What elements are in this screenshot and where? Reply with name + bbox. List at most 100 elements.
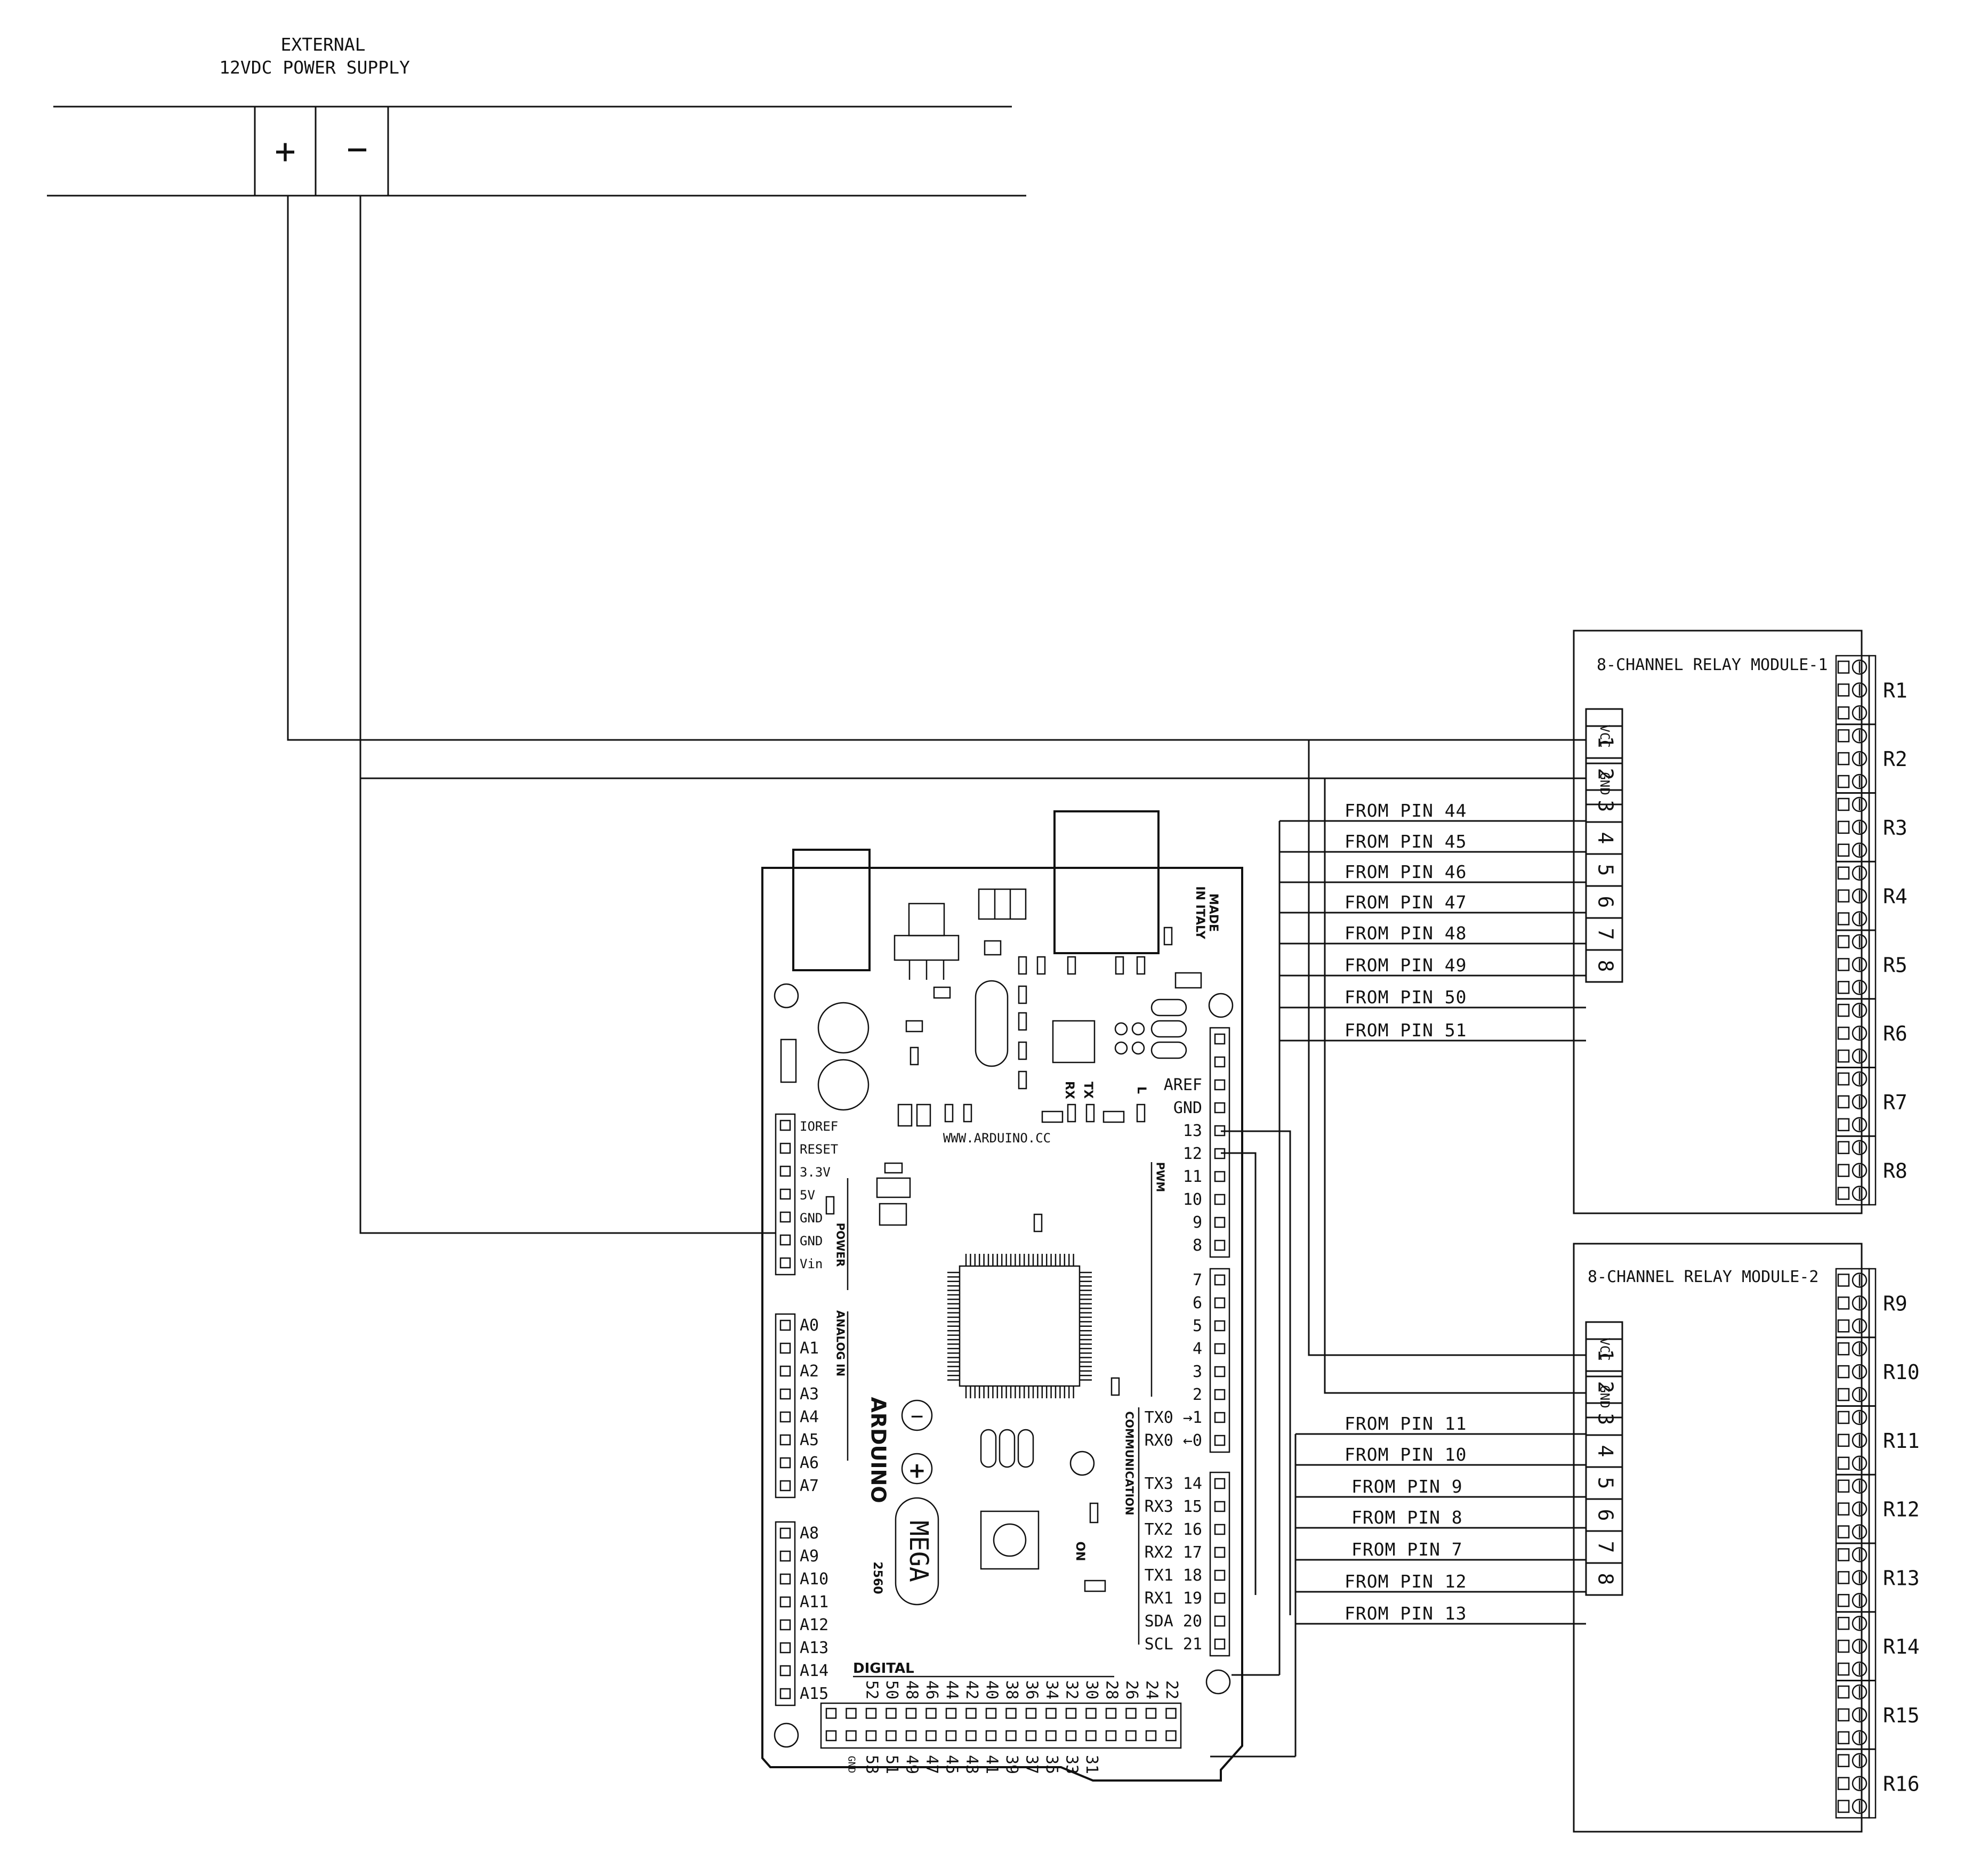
component-block	[978, 888, 1027, 920]
terminal-clamp	[1837, 1319, 1850, 1333]
screw-icon	[1852, 1094, 1868, 1110]
resistor	[910, 1046, 919, 1066]
mounting-hole	[1208, 993, 1234, 1018]
arduino-brand: ARDUINO	[867, 1397, 890, 1503]
vcc-wire	[287, 196, 1586, 741]
jumper	[1150, 1020, 1187, 1038]
vcc-branch-module2	[1308, 740, 1586, 1356]
header-pin	[1125, 1707, 1137, 1719]
terminal-clamp	[1837, 958, 1850, 971]
relay-label: R11	[1883, 1429, 1920, 1453]
relay-input-number: 7	[1594, 1541, 1617, 1553]
led-pad	[1131, 1022, 1145, 1036]
header-pin	[779, 1480, 791, 1492]
relay-input-number: 3	[1594, 1413, 1617, 1425]
usb-connector	[1053, 810, 1160, 954]
screw-icon	[1852, 1117, 1868, 1133]
header-pin	[1214, 1297, 1226, 1309]
pin-label: 44	[943, 1680, 961, 1699]
terminal-clamp	[1837, 866, 1850, 880]
terminal-clamp	[1837, 1777, 1850, 1790]
screw-icon	[1852, 1455, 1868, 1471]
reset-button-cap[interactable]	[993, 1523, 1027, 1557]
header-pin	[1214, 1056, 1226, 1068]
terminal-clamp	[1837, 1003, 1850, 1017]
pin-label: 40	[983, 1680, 1001, 1699]
resistor	[1110, 1377, 1120, 1396]
header-pin	[779, 1365, 791, 1377]
power-supply: EXTERNAL 12VDC POWER SUPPLY + −	[47, 34, 1026, 197]
terminal-clamp	[1837, 1118, 1850, 1132]
pin-label: A7	[800, 1477, 819, 1495]
screw-icon	[1852, 1684, 1868, 1700]
relay-input-number: 1	[1594, 736, 1617, 748]
header-outline	[1209, 1027, 1230, 1258]
relay-input-number: 5	[1594, 1477, 1617, 1489]
screw-icon	[1852, 1524, 1868, 1540]
pin-label: 7	[1193, 1271, 1202, 1290]
arduino-mega-board: − + ARDUINO MEGA 2560 MADE IN ITALY WWW.…	[761, 810, 1243, 1782]
terminal-clamp	[1837, 1388, 1850, 1401]
resistor	[825, 1196, 835, 1215]
header-pin	[1214, 1217, 1226, 1228]
terminal-clamp	[1837, 1456, 1850, 1470]
screw-icon	[1852, 705, 1868, 721]
relay-module-2-outline	[1573, 1243, 1863, 1833]
header-pin	[1165, 1707, 1177, 1719]
relay-label: R14	[1883, 1635, 1920, 1658]
header-pin	[846, 1730, 857, 1742]
screw-icon	[1852, 1638, 1868, 1654]
header-pin	[1214, 1125, 1226, 1137]
pin-label: A1	[800, 1339, 819, 1358]
power-label: POWER	[834, 1223, 847, 1267]
header-pin	[779, 1257, 791, 1269]
relay-label: R12	[1883, 1498, 1920, 1521]
screw-icon	[1852, 1364, 1868, 1380]
header-pin	[1214, 1194, 1226, 1205]
header-pin	[1214, 1389, 1226, 1400]
terminal-clamp	[1837, 1187, 1850, 1200]
header-pin	[779, 1550, 791, 1562]
screw-icon	[1852, 1547, 1868, 1562]
made-in-line1: MADE	[1206, 893, 1220, 932]
pin-label: 31	[1082, 1755, 1101, 1774]
screw-icon	[1852, 1409, 1868, 1425]
screw-icon	[1852, 682, 1868, 698]
relay-label: R5	[1883, 953, 1907, 977]
pin-label: TX2 16	[1145, 1520, 1202, 1539]
gnd-branch-module2	[1324, 778, 1586, 1394]
header-pin	[905, 1707, 917, 1719]
pin12-wire	[1221, 1152, 1257, 1595]
minus-terminal-label: −	[347, 128, 368, 170]
led-pad	[1114, 1041, 1128, 1055]
header-pin	[825, 1730, 837, 1742]
screw-icon	[1852, 934, 1868, 949]
pin-label: RX1 19	[1145, 1589, 1202, 1608]
chip-pins	[947, 1254, 1092, 1398]
header-pin	[905, 1730, 917, 1742]
terminal-clamp	[1837, 1365, 1850, 1379]
led-on	[1089, 1502, 1099, 1524]
pin-label: 26	[1122, 1680, 1141, 1699]
screw-icon	[1852, 1025, 1868, 1041]
pin-label: 8	[1193, 1236, 1202, 1255]
reset-button[interactable]	[980, 1510, 1040, 1570]
resistor	[1018, 985, 1027, 1004]
smd-part	[1041, 1110, 1064, 1123]
crystal	[975, 980, 1009, 1067]
header-pin	[779, 1342, 791, 1354]
header-pin	[1025, 1707, 1037, 1719]
pin-label: 42	[962, 1680, 981, 1699]
screw-icon	[1852, 911, 1868, 927]
smd-part	[933, 986, 951, 999]
pin-label: 49	[903, 1755, 921, 1774]
pin-label: TX3 14	[1145, 1475, 1202, 1493]
rx-label: RX	[1063, 1081, 1076, 1099]
pin-label: 4	[1193, 1340, 1202, 1358]
led-pad	[1131, 1041, 1145, 1055]
header-outline	[1209, 1471, 1230, 1657]
terminal-clamp	[1837, 1685, 1850, 1699]
